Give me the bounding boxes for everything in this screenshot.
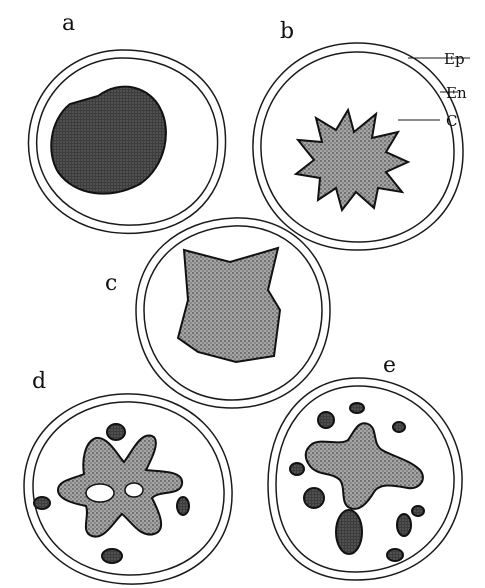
- panel-b: b Ep En C: [253, 19, 470, 250]
- granule-e-4: [290, 463, 304, 475]
- granule-e-8: [412, 506, 424, 516]
- dense-core-a: [51, 87, 166, 194]
- callout-c: C: [446, 112, 457, 130]
- vacuole-d-left: [86, 484, 114, 502]
- granule-e-2: [318, 412, 334, 428]
- panel-label-c: c: [105, 271, 117, 296]
- granule-d-1: [107, 424, 125, 440]
- granule-d-4: [102, 549, 122, 563]
- panel-e: e: [268, 353, 462, 580]
- stellate-core-b: [296, 110, 408, 210]
- granule-e-6: [336, 510, 362, 554]
- panel-label-b: b: [280, 19, 294, 44]
- granule-e-3: [393, 422, 405, 432]
- panel-label-d: d: [32, 369, 46, 394]
- granule-e-9: [387, 549, 403, 561]
- granule-e-1: [350, 403, 364, 413]
- panel-d: d: [24, 369, 232, 584]
- vacuole-d-right: [125, 483, 143, 497]
- panel-label-a: a: [62, 11, 75, 36]
- angular-core-c: [178, 248, 280, 362]
- granule-e-7: [397, 514, 411, 536]
- granule-d-2: [34, 497, 50, 509]
- granule-d-3: [177, 497, 189, 515]
- lobed-core-d: [58, 435, 182, 536]
- panel-c: c: [105, 218, 330, 408]
- panel-label-e: e: [383, 353, 396, 378]
- panel-a: a: [28, 11, 225, 233]
- callout-en: En: [446, 84, 467, 102]
- callout-ep: Ep: [444, 50, 465, 68]
- granule-e-5: [304, 488, 324, 508]
